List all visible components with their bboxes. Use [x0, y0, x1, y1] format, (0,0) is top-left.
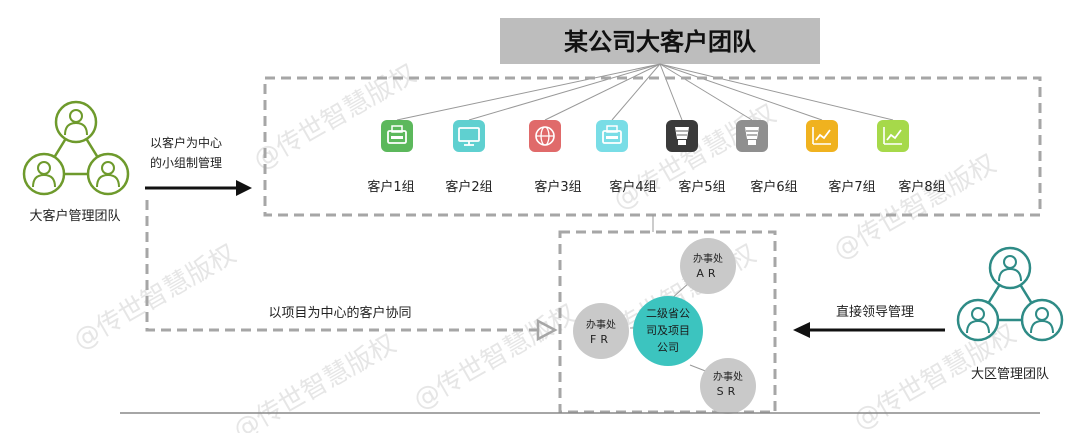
customer-groups: 客户1组 客户2组 客户3组 客户4组 客户5组 客户6组 客户7组 客户8组: [367, 120, 946, 195]
title-text: 某公司大客户团队: [564, 28, 757, 56]
fan-line: [611, 63, 661, 121]
group-icon-tile: [453, 120, 485, 152]
hub-line-2: 司及项目: [646, 324, 690, 337]
watermark-layer: @传世智慧版权@传世智慧版权@传世智慧版权@传世智慧版权@传世智慧版权@传世智慧…: [69, 59, 1022, 433]
customer-group-5: 客户5组: [666, 120, 726, 195]
office-ar-code: AR: [696, 267, 719, 280]
customer-group-7: 客户7组: [806, 120, 876, 195]
left-team-label: 大客户管理团队: [29, 208, 120, 224]
watermark-text: @传世智慧版权: [409, 299, 582, 416]
fax-icon: [387, 125, 407, 144]
fan-line: [468, 63, 661, 121]
title-connector-lines: [396, 63, 894, 121]
monitor-icon: [458, 127, 480, 146]
customer-group-1: 客户1组: [367, 120, 415, 195]
watermark-text: @传世智慧版权: [229, 329, 402, 433]
office-ar: [680, 238, 736, 294]
customer-group-8: 客户8组: [877, 120, 946, 195]
office-sr-name: 办事处: [713, 370, 743, 383]
customer-group-3: 客户3组: [529, 120, 582, 195]
fan-line: [659, 63, 894, 121]
group-label: 客户1组: [367, 179, 414, 195]
customer-group-2: 客户2组: [445, 120, 493, 195]
arrow-top-head: [236, 180, 252, 196]
office-sr: [700, 358, 756, 414]
group-label: 客户5组: [678, 179, 725, 195]
office-fr: [573, 303, 629, 359]
hub-line-3: 公司: [657, 341, 679, 354]
fan-line: [396, 63, 661, 121]
watermark-text: @传世智慧版权: [69, 239, 242, 356]
customer-group-4: 客户4组: [596, 120, 657, 195]
fax-icon: [602, 125, 622, 144]
title-box: [500, 18, 820, 64]
hub-circle: [633, 296, 703, 366]
watermark-text: @传世智慧版权: [829, 149, 1002, 266]
bulb-icon: [745, 127, 759, 145]
arrow-bottom-dashed: [145, 200, 540, 332]
group-label: 客户3组: [534, 179, 581, 195]
right-team-label: 大区管理团队: [971, 367, 1049, 382]
arrow-bottom-label: 以项目为中心的客户协同: [268, 305, 411, 321]
fan-line: [544, 63, 661, 121]
group-label: 客户6组: [750, 179, 797, 195]
group-label: 客户4组: [609, 179, 656, 195]
arrow-right-label: 直接领导管理: [836, 304, 914, 320]
fan-line: [659, 63, 823, 121]
right-team-people-icon: [956, 246, 1064, 342]
office-fr-code: FR: [590, 333, 612, 346]
fan-line: [659, 63, 753, 121]
office-fr-name: 办事处: [586, 318, 616, 331]
group-label: 客户7组: [828, 179, 875, 195]
group-label: 客户2组: [445, 179, 492, 195]
bulb-icon: [675, 127, 689, 145]
globe-icon: [535, 126, 555, 146]
arrow-top-label-2: 的小组制管理: [150, 155, 222, 170]
office-sr-code: SR: [717, 385, 740, 398]
hub-line-1: 二级省公: [646, 307, 690, 320]
office-ar-name: 办事处: [693, 252, 723, 265]
fan-line: [659, 63, 683, 121]
customer-group-6: 客户6组: [736, 120, 798, 195]
arrow-bottom-head: [536, 318, 558, 342]
arrow-top-label-1: 以客户为中心: [150, 135, 222, 150]
watermark-text: @传世智慧版权: [609, 99, 782, 216]
arrow-right-head: [793, 322, 810, 338]
project-container: [558, 230, 777, 414]
chart-icon: [883, 127, 902, 145]
chart-icon: [812, 127, 831, 145]
group-label: 客户8组: [898, 179, 945, 195]
left-team-people-icon: [22, 100, 130, 196]
